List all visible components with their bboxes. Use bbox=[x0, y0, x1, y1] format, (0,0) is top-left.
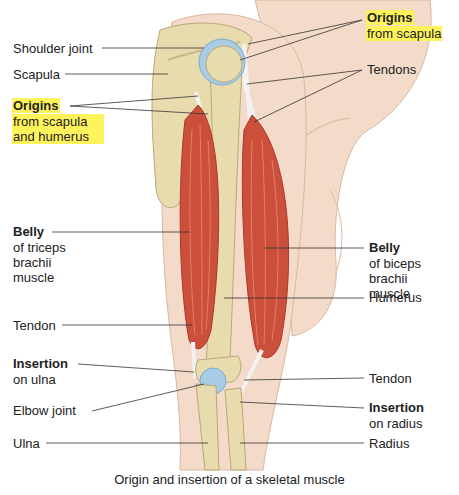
leader-line bbox=[52, 232, 190, 233]
leader-line bbox=[248, 20, 362, 44]
part-label: on ulna bbox=[12, 372, 57, 387]
leader-line bbox=[254, 70, 362, 122]
part-label: Humerus bbox=[368, 290, 423, 305]
heading-label: Insertion bbox=[12, 356, 69, 371]
part-label: on radius bbox=[368, 416, 423, 431]
humerus-head bbox=[206, 46, 242, 82]
leader-line bbox=[46, 443, 208, 444]
insertion-tendon bbox=[193, 342, 195, 378]
heading-label: Insertion bbox=[368, 400, 425, 415]
part-label: Tendon bbox=[368, 371, 413, 386]
leader-line bbox=[62, 325, 192, 326]
figure-caption: Origin and insertion of a skeletal muscl… bbox=[0, 472, 459, 488]
leader-line bbox=[224, 298, 364, 299]
leader-line bbox=[244, 378, 364, 380]
leader-line bbox=[65, 74, 168, 75]
ulna-bone bbox=[196, 384, 219, 470]
radius-bone bbox=[225, 388, 246, 470]
part-label: Tendons bbox=[366, 62, 417, 77]
biceps-muscle bbox=[242, 115, 288, 358]
part-label: Tendon bbox=[12, 318, 57, 333]
part-label: Ulna bbox=[12, 436, 41, 451]
muscle-fibers bbox=[251, 140, 278, 345]
leader-line bbox=[102, 48, 204, 49]
muscle-fibers bbox=[190, 125, 210, 335]
leader-line bbox=[70, 106, 208, 114]
part-label: from scapula bbox=[366, 26, 442, 41]
part-label: from scapula and humerus bbox=[12, 114, 104, 144]
triceps-muscle bbox=[180, 105, 219, 349]
part-label: Elbow joint bbox=[12, 403, 77, 418]
part-label: Radius bbox=[368, 436, 410, 451]
chest-contour bbox=[330, 190, 342, 275]
leader-line bbox=[264, 248, 364, 249]
part-label: of triceps brachii muscle bbox=[12, 240, 86, 285]
part-label: Scapula bbox=[12, 67, 61, 82]
leader-line bbox=[70, 96, 198, 106]
leader-line bbox=[240, 443, 364, 444]
leader-line bbox=[78, 364, 194, 372]
shoulder-joint-cartilage bbox=[199, 39, 245, 85]
heading-label: Origins bbox=[366, 10, 414, 25]
leader-lines bbox=[46, 20, 364, 443]
part-label: Shoulder joint bbox=[12, 41, 94, 56]
leader-line bbox=[92, 384, 204, 411]
leader-line bbox=[240, 20, 362, 60]
heading-label: Origins bbox=[12, 98, 60, 113]
leader-line bbox=[247, 70, 362, 84]
leader-line bbox=[240, 402, 364, 408]
armpit-crease bbox=[300, 118, 350, 140]
heading-label: Belly bbox=[12, 224, 45, 239]
heading-label: Belly bbox=[368, 240, 401, 255]
